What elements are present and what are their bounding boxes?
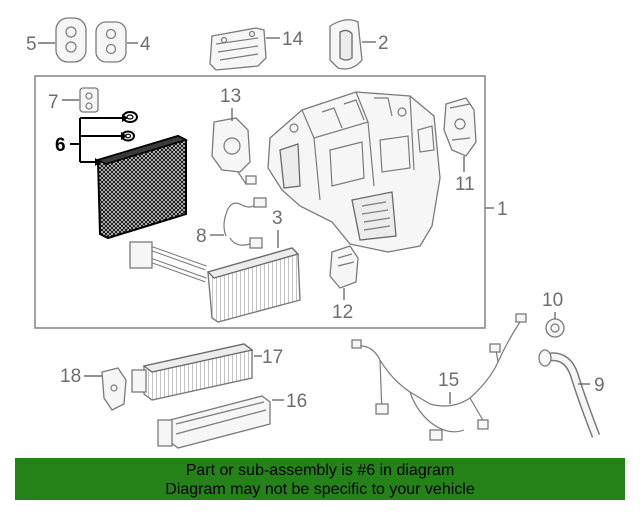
banner-line-2: Diagram may not be specific to your vehi… — [165, 481, 475, 498]
part-6-o-ring-bottom[interactable] — [121, 130, 135, 142]
part-10-clip[interactable] — [545, 318, 565, 338]
banner-line-1: Part or sub-assembly is #6 in diagram — [185, 462, 455, 479]
part-14-module[interactable] — [209, 27, 267, 71]
callout-8: 8 — [196, 226, 207, 247]
part-16-heater-unit[interactable] — [157, 395, 271, 449]
callout-7: 7 — [48, 92, 59, 113]
part-6-evaporator[interactable] — [95, 134, 189, 240]
callout-11: 11 — [455, 174, 475, 195]
part-11-servo[interactable] — [443, 97, 477, 157]
callout-16: 16 — [286, 391, 307, 412]
part-4-seal[interactable] — [95, 21, 127, 63]
callout-15: 15 — [438, 370, 459, 391]
callout-3: 3 — [272, 208, 283, 229]
assembly-frame — [34, 75, 486, 329]
part-17-ptc-heater[interactable] — [131, 343, 254, 401]
part-7-expansion-valve[interactable] — [79, 87, 99, 113]
part-2-cover[interactable] — [329, 19, 363, 70]
callout-14: 14 — [282, 29, 304, 50]
part-15-wiring-harness[interactable] — [351, 313, 527, 441]
part-8-sensor-harness[interactable] — [223, 197, 267, 249]
part-18-bracket[interactable] — [101, 367, 127, 411]
callout-18: 18 — [60, 366, 81, 387]
callout-9: 9 — [594, 375, 605, 396]
callout-4: 4 — [140, 34, 151, 55]
part-13-actuator[interactable] — [211, 117, 257, 185]
callout-10: 10 — [542, 290, 563, 311]
part-9-drain-hose[interactable] — [538, 349, 601, 438]
callout-13: 13 — [220, 86, 241, 107]
fitment-banner: Part or sub-assembly is #6 in diagram Di… — [15, 458, 625, 500]
part-12-resistor[interactable] — [329, 245, 359, 289]
callout-1: 1 — [497, 199, 508, 220]
callout-17: 17 — [262, 347, 283, 368]
part-3-heater-core[interactable] — [129, 241, 301, 323]
callout-12: 12 — [332, 302, 353, 323]
part-1-hvac-case[interactable] — [267, 91, 441, 253]
part-5-grommet[interactable] — [55, 17, 87, 63]
callout-5: 5 — [26, 34, 37, 55]
callout-6: 6 — [55, 135, 66, 156]
callout-2: 2 — [378, 33, 389, 54]
